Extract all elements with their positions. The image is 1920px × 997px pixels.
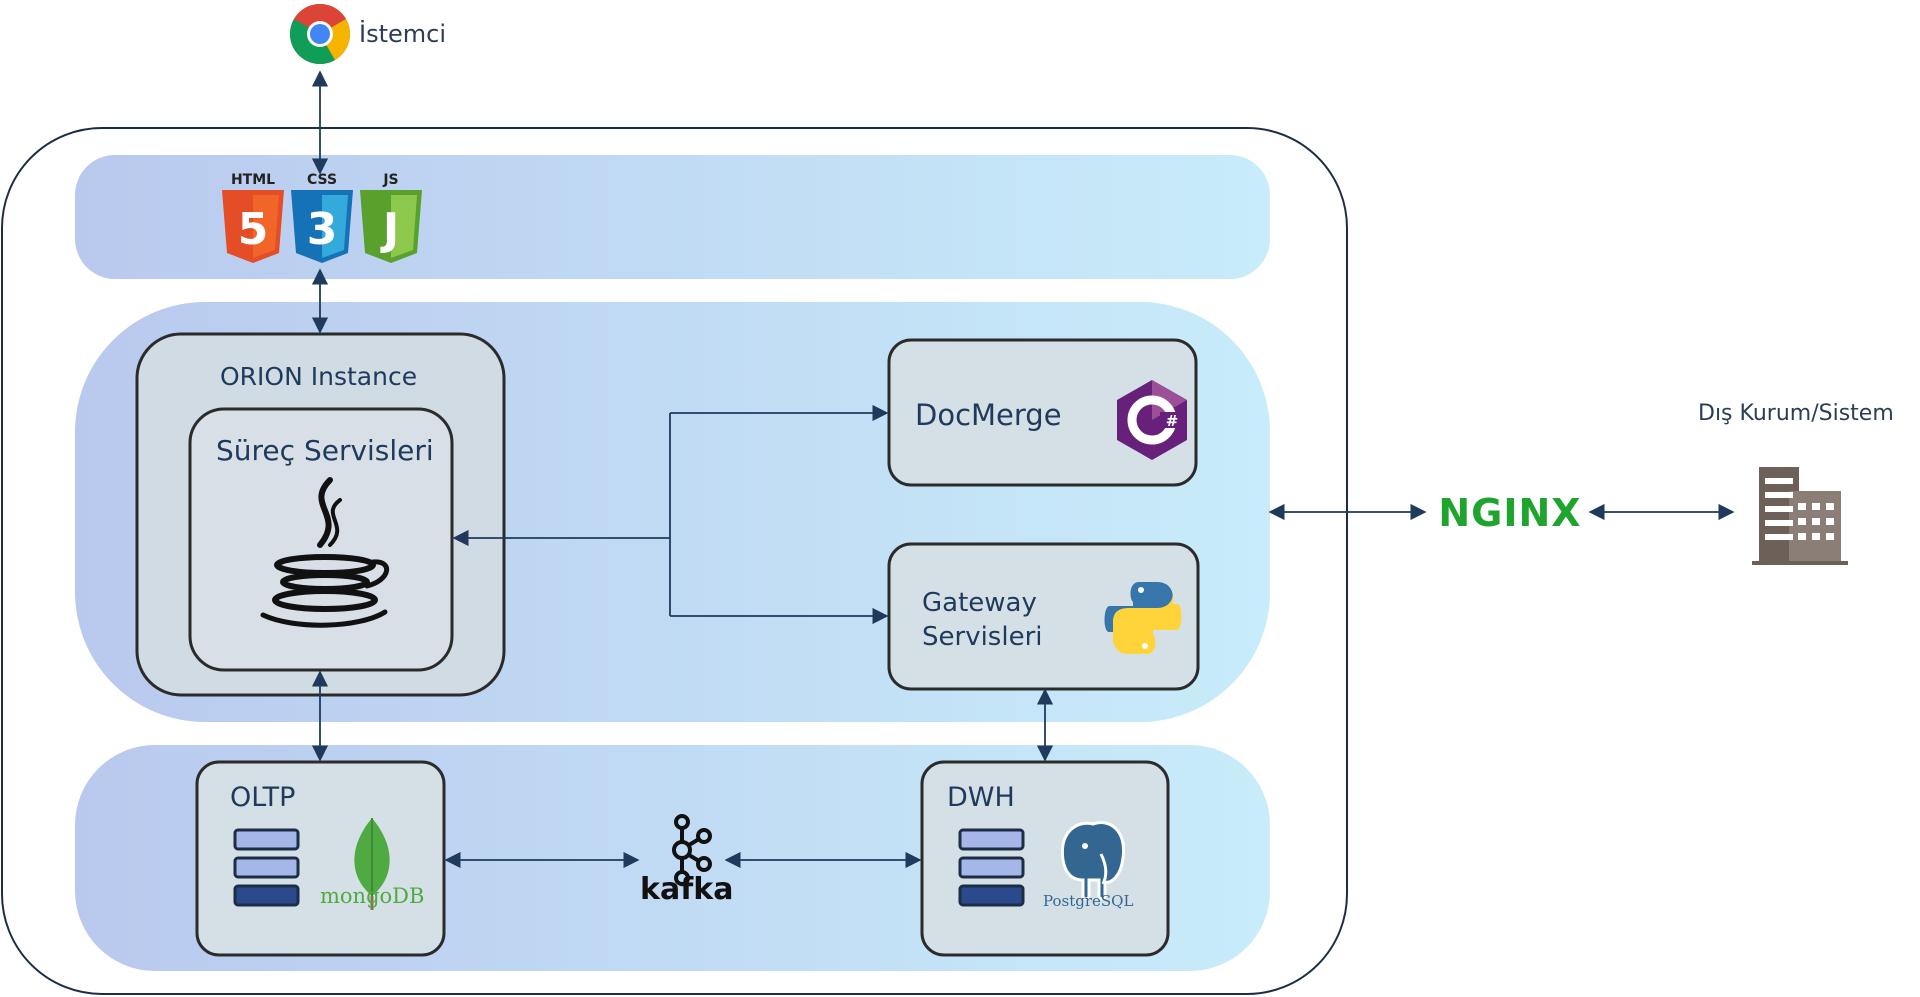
external-system-label: Dış Kurum/Sistem [1698, 401, 1894, 426]
css3-glyph: 3 [307, 204, 338, 255]
kafka-label: kafka [640, 872, 734, 907]
oltp-db-stack-icon [233, 828, 300, 907]
mongodb-logo-text: mongoDB [320, 884, 425, 908]
gateway-label-line1: Gateway [922, 588, 1037, 618]
docmerge-label: DocMerge [915, 398, 1062, 432]
nginx-logo: NGINX [1438, 491, 1581, 535]
html5-label: HTML [231, 172, 275, 188]
chrome-icon [289, 3, 351, 65]
html5-glyph: 5 [238, 204, 269, 255]
oltp-box [195, 760, 446, 957]
python-icon [1104, 582, 1182, 654]
dwh-db-stack-icon [958, 828, 1025, 907]
css3-icon: CSS 3 [291, 172, 353, 263]
dwh-box [920, 760, 1170, 957]
docmerge-box [887, 338, 1198, 487]
client-label: İstemci [359, 20, 446, 48]
mongodb-icon [354, 818, 390, 910]
gateway-label-line2: Servisleri [922, 622, 1043, 652]
postgresql-icon [1060, 821, 1126, 901]
js-glyph: J [380, 204, 399, 255]
css3-label: CSS [307, 172, 337, 188]
js-icon: JS J [360, 172, 422, 263]
process-services-label: Süreç Servisleri [216, 434, 434, 467]
kafka-icon [672, 814, 712, 886]
orion-instance-title: ORION Instance [220, 362, 418, 391]
java-icon [260, 477, 390, 628]
postgresql-logo-text: PostgreSQL [1043, 892, 1134, 910]
csharp-icon: # [1117, 380, 1187, 460]
building-icon [1752, 467, 1848, 565]
svg-text:#: # [1166, 412, 1179, 430]
html5-icon: HTML 5 [222, 172, 284, 263]
oltp-label: OLTP [230, 782, 296, 813]
js-label: JS [382, 172, 398, 188]
dwh-label: DWH [947, 782, 1015, 813]
